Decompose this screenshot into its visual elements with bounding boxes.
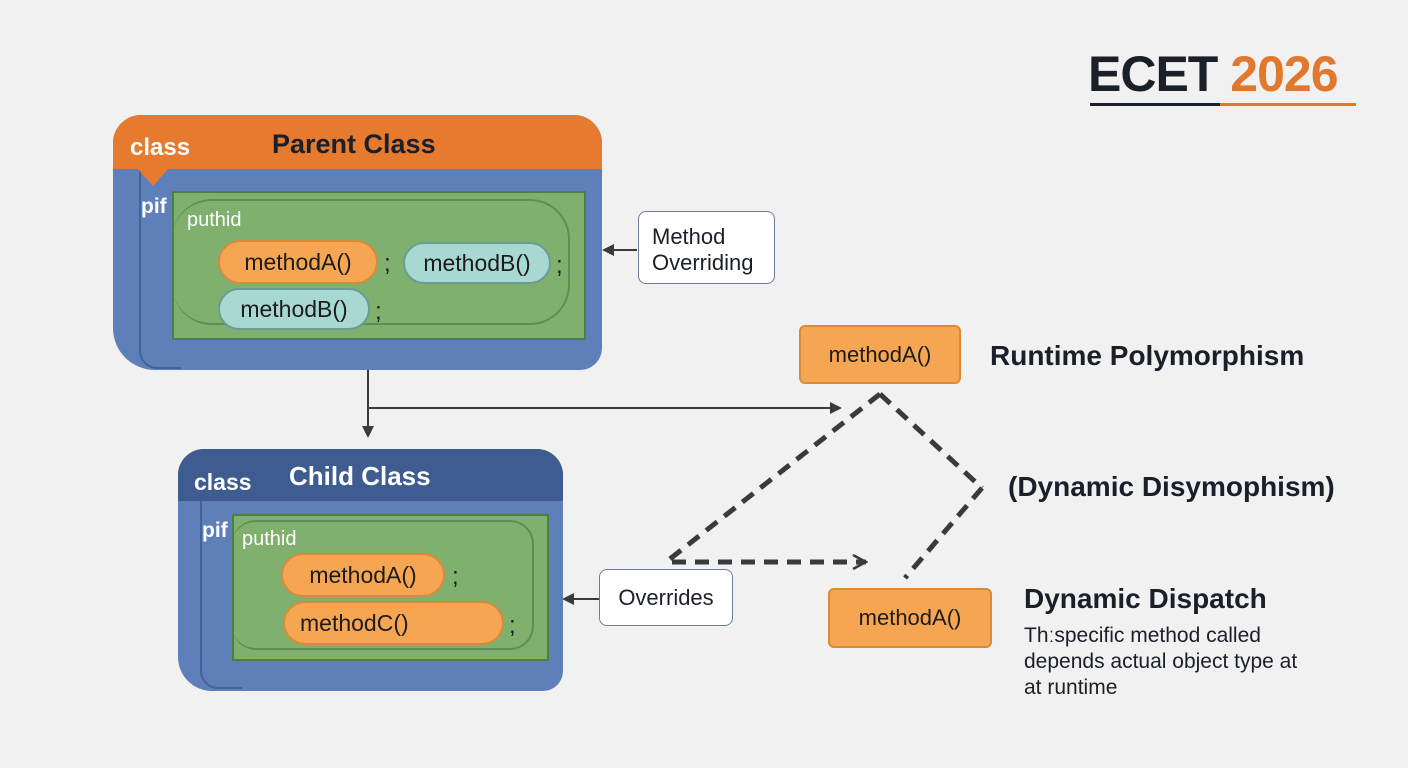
parent-semicolon-1: ; (384, 250, 391, 277)
parent-class-keyword: class (130, 134, 191, 161)
runtime-polymorphism-heading: Runtime Polymorphism (990, 340, 1305, 371)
dynamic-dispatch-heading: Dynamic Dispatch (1024, 583, 1267, 614)
dispatch-description-line-3: at runtime (1024, 676, 1118, 699)
child-puthid-label: puthid (242, 528, 297, 550)
method-overriding-label: Method Overriding (638, 211, 775, 284)
child-body-outline (232, 520, 534, 650)
parent-semicolon-2: ; (556, 252, 563, 279)
dynamic-dispatch-description: Thːspecific method called depends actual… (1024, 623, 1344, 701)
parent-semicolon-3: ; (375, 298, 382, 325)
parent-pif-label: pif (141, 195, 167, 218)
parent-method-b2-pill: methodB() (218, 288, 370, 330)
brand-year: 2026 (1230, 46, 1338, 102)
dashed-right-lower (903, 486, 984, 580)
runtime-method-a-box: methodA() (799, 325, 961, 384)
parent-class-title: Parent Class (272, 129, 436, 159)
child-method-a-pill: methodA() (281, 553, 445, 597)
method-overriding-line-2: Overriding (652, 250, 754, 275)
overrides-label: Overrides (599, 569, 733, 626)
brand-word: ECET (1088, 46, 1218, 102)
parent-class-gutter (139, 169, 181, 369)
method-overriding-line-1: Method (652, 224, 726, 249)
parent-puthid-label: puthid (187, 209, 242, 231)
parent-method-a-pill: methodA() (218, 240, 378, 284)
brand-logo: ECET 2026 (1088, 44, 1339, 104)
child-class-title: Child Class (289, 461, 431, 491)
child-class-keyword: class (194, 469, 252, 495)
dynamic-disymophism-heading: (Dynamic Disymophism) (1008, 471, 1335, 502)
child-semicolon-2: ; (509, 612, 516, 639)
child-class-gutter (200, 501, 242, 689)
dashed-right-upper (878, 392, 984, 490)
dashed-left-edge (664, 392, 882, 564)
dispatch-method-a-box: methodA() (828, 588, 992, 648)
parent-method-b-pill: methodB() (403, 242, 551, 284)
brand-underline-accent (1220, 103, 1356, 106)
parent-body-outline (172, 199, 570, 325)
child-pif-label: pif (202, 519, 228, 542)
dispatch-description-line-1: Thːspecific method called (1024, 624, 1261, 647)
parent-header-notch (137, 168, 169, 186)
child-class-header (178, 449, 563, 501)
child-semicolon-1: ; (452, 563, 459, 590)
dispatch-description-line-2: depends actual object type at (1024, 650, 1298, 673)
child-method-c-pill: methodC() (283, 601, 504, 645)
brand-underline-dark (1090, 103, 1220, 106)
parent-class-header (113, 115, 602, 169)
